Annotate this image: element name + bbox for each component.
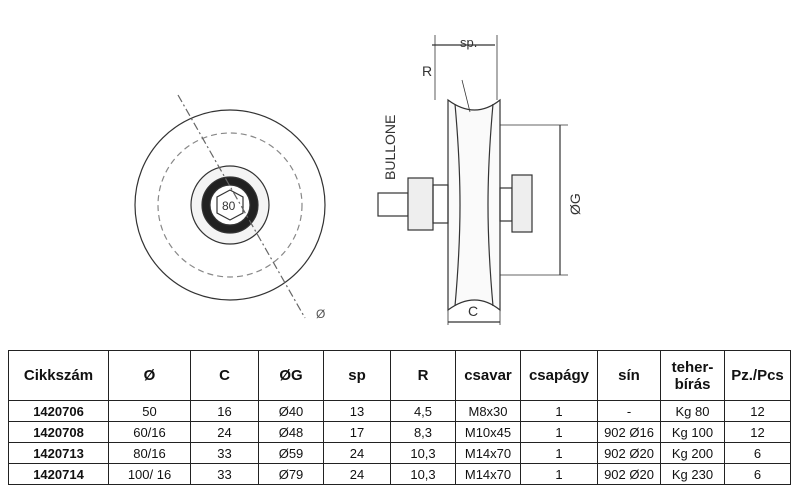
table-cell: 1420708 xyxy=(8,421,109,443)
table-cell: 4,5 xyxy=(390,400,456,422)
table-cell: 1420706 xyxy=(8,400,109,422)
table-cell: 12 xyxy=(724,400,791,422)
table-cell: 6 xyxy=(724,463,791,485)
table-cell: 10,3 xyxy=(390,442,456,464)
header-cell: teher-bírás xyxy=(660,350,725,401)
wheel-technical-drawing: 80 Ø sp. R BULLONE ØG C xyxy=(134,35,583,325)
table-cell: 60/16 xyxy=(108,421,191,443)
sp-label: sp. xyxy=(460,35,477,50)
table-cell: Ø59 xyxy=(258,442,324,464)
table-cell: 16 xyxy=(190,400,259,422)
diameter-label: Ø xyxy=(316,307,325,321)
table-cell: 13 xyxy=(323,400,391,422)
header-cell: Pz./Pcs xyxy=(724,350,791,401)
table-cell: 10,3 xyxy=(390,463,456,485)
header-cell: csapágy xyxy=(520,350,598,401)
og-label: ØG xyxy=(567,193,583,215)
table-cell: Ø48 xyxy=(258,421,324,443)
table-cell: Ø79 xyxy=(258,463,324,485)
side-view: sp. R BULLONE ØG C xyxy=(377,35,583,325)
table-cell: 33 xyxy=(190,442,259,464)
spec-table: Cikkszám Ø C ØG sp R csavar csapágy sín … xyxy=(8,350,791,485)
r-label: R xyxy=(422,63,432,79)
table-cell: 902 Ø16 xyxy=(597,421,661,443)
table-cell: 902 Ø20 xyxy=(597,442,661,464)
table-cell: M10x45 xyxy=(455,421,521,443)
table-cell: 12 xyxy=(724,421,791,443)
table-cell: Kg 100 xyxy=(660,421,725,443)
table-cell: 6 xyxy=(724,442,791,464)
header-row: Cikkszám Ø C ØG sp R csavar csapágy sín … xyxy=(8,350,791,401)
table-cell: 1 xyxy=(520,421,598,443)
table-cell: 100/ 16 xyxy=(108,463,191,485)
table-cell: 24 xyxy=(323,463,391,485)
table-cell: 1420714 xyxy=(8,463,109,485)
table-cell: 17 xyxy=(323,421,391,443)
table-cell: 24 xyxy=(323,442,391,464)
table-cell: M8x30 xyxy=(455,400,521,422)
table-cell: Kg 200 xyxy=(660,442,725,464)
header-cell: ØG xyxy=(258,350,324,401)
header-cell: sín xyxy=(597,350,661,401)
table-cell: 1420713 xyxy=(8,442,109,464)
header-cell: sp xyxy=(323,350,391,401)
table-cell: M14x70 xyxy=(455,463,521,485)
bolt-label: BULLONE xyxy=(382,115,398,180)
header-cell: csavar xyxy=(455,350,521,401)
table-cell: 902 Ø20 xyxy=(597,463,661,485)
table-cell: 50 xyxy=(108,400,191,422)
table-cell: 24 xyxy=(190,421,259,443)
front-view: 80 Ø xyxy=(134,94,326,321)
header-cell: Cikkszám xyxy=(8,350,109,401)
table-cell: 1 xyxy=(520,442,598,464)
table-cell: Ø40 xyxy=(258,400,324,422)
hub-mark: 80 xyxy=(222,199,236,213)
header-cell: R xyxy=(390,350,456,401)
table-cell: 1 xyxy=(520,400,598,422)
table-cell: - xyxy=(597,400,661,422)
header-cell: Ø xyxy=(108,350,191,401)
header-cell: C xyxy=(190,350,259,401)
table-cell: Kg 230 xyxy=(660,463,725,485)
table-cell: Kg 80 xyxy=(660,400,725,422)
table-cell: M14x70 xyxy=(455,442,521,464)
table-cell: 8,3 xyxy=(390,421,456,443)
table-cell: 33 xyxy=(190,463,259,485)
table-cell: 1 xyxy=(520,463,598,485)
c-label: C xyxy=(468,303,478,319)
table-cell: 80/16 xyxy=(108,442,191,464)
